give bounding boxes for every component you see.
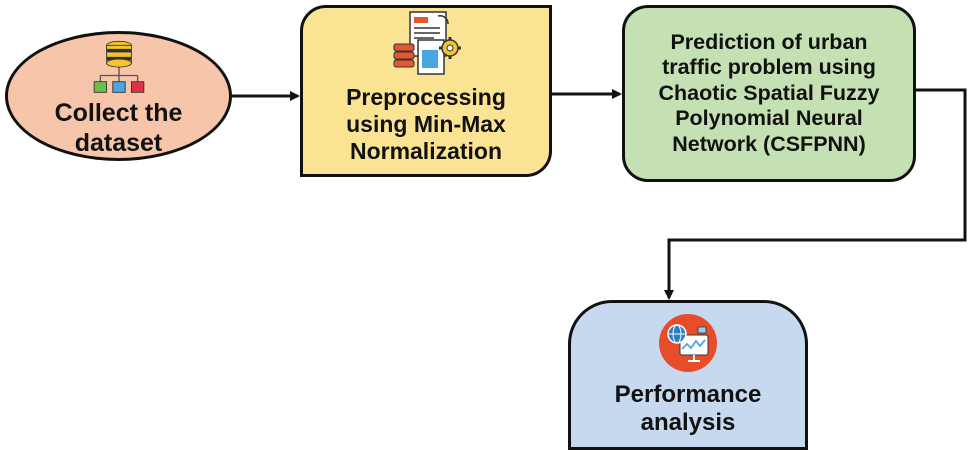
node-prediction-line-5: Network (CSFPNN) [672,131,866,156]
node-collect-line-2: dataset [74,128,163,157]
node-preprocessing-line-1: Preprocessing [346,84,506,110]
node-prediction-label: Prediction of urban traffic problem usin… [658,30,879,157]
node-performance-line-2: analysis [640,409,736,437]
node-prediction-line-4: Polynomial Neural [675,106,863,131]
document-gear-icon [393,11,461,75]
node-performance-analysis: Performance analysis [568,300,808,450]
analytics-badge-icon [659,314,717,372]
node-preprocessing: Preprocessing using Min-Max Normalizatio… [300,5,552,177]
node-performance-line-1: Performance [614,381,762,408]
node-preprocessing-line-2: using Min-Max [346,111,506,138]
database-hierarchy-icon [93,40,144,93]
node-performance-label: Performance analysis [615,381,762,438]
node-collect-label: Collect the dataset [55,99,183,158]
node-preprocessing-line-3: Normalization [349,138,503,165]
node-preprocessing-label: Preprocessing using Min-Max Normalizatio… [346,84,506,165]
node-prediction-line-3: Chaotic Spatial Fuzzy [658,80,880,105]
node-prediction-csfpnn: Prediction of urban traffic problem usin… [622,5,916,182]
node-prediction-line-1: Prediction of urban [670,30,868,55]
node-prediction-line-2: traffic problem using [662,55,876,80]
node-collect-line-1: Collect the [54,99,183,127]
node-collect-dataset: Collect the dataset [5,31,232,161]
